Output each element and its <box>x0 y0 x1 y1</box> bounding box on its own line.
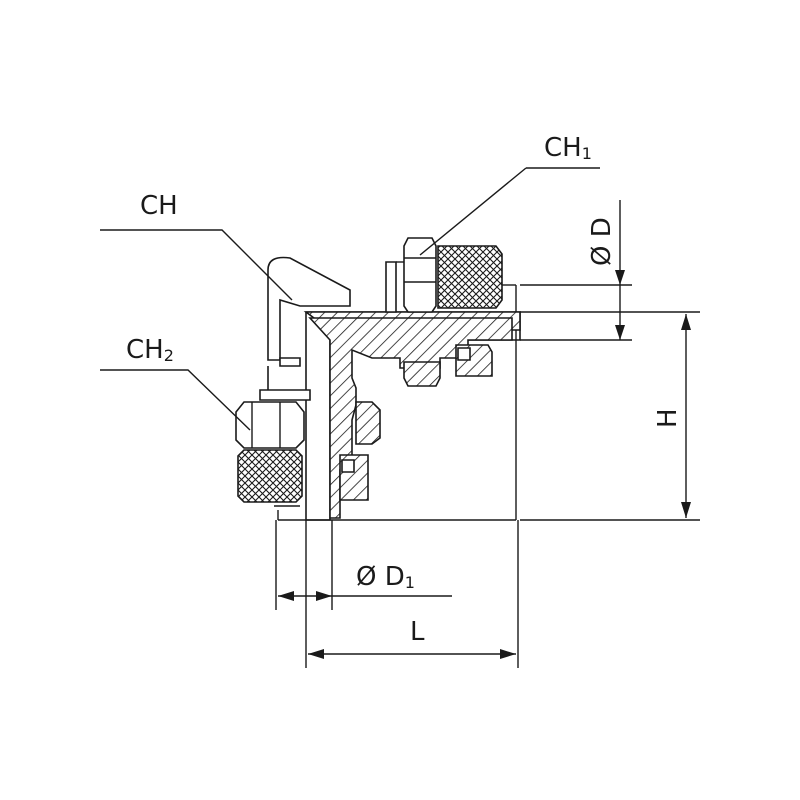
elbow-cross-section <box>303 311 521 519</box>
d1-label: Ø D1 <box>356 562 415 592</box>
ch1-label: CH1 <box>544 133 592 163</box>
d-label: Ø D <box>587 217 617 266</box>
h-label: H <box>653 408 683 428</box>
left-nut-assembly <box>235 256 351 507</box>
dimension-lines <box>275 200 700 668</box>
l-label: L <box>410 617 425 647</box>
labels: CH CH1 CH2 Ø D Ø D1 L H <box>126 133 683 647</box>
ch-label: CH <box>140 191 178 221</box>
top-nut-assembly <box>385 237 516 313</box>
leader-lines <box>100 167 600 431</box>
ch2-label: CH2 <box>126 335 174 365</box>
